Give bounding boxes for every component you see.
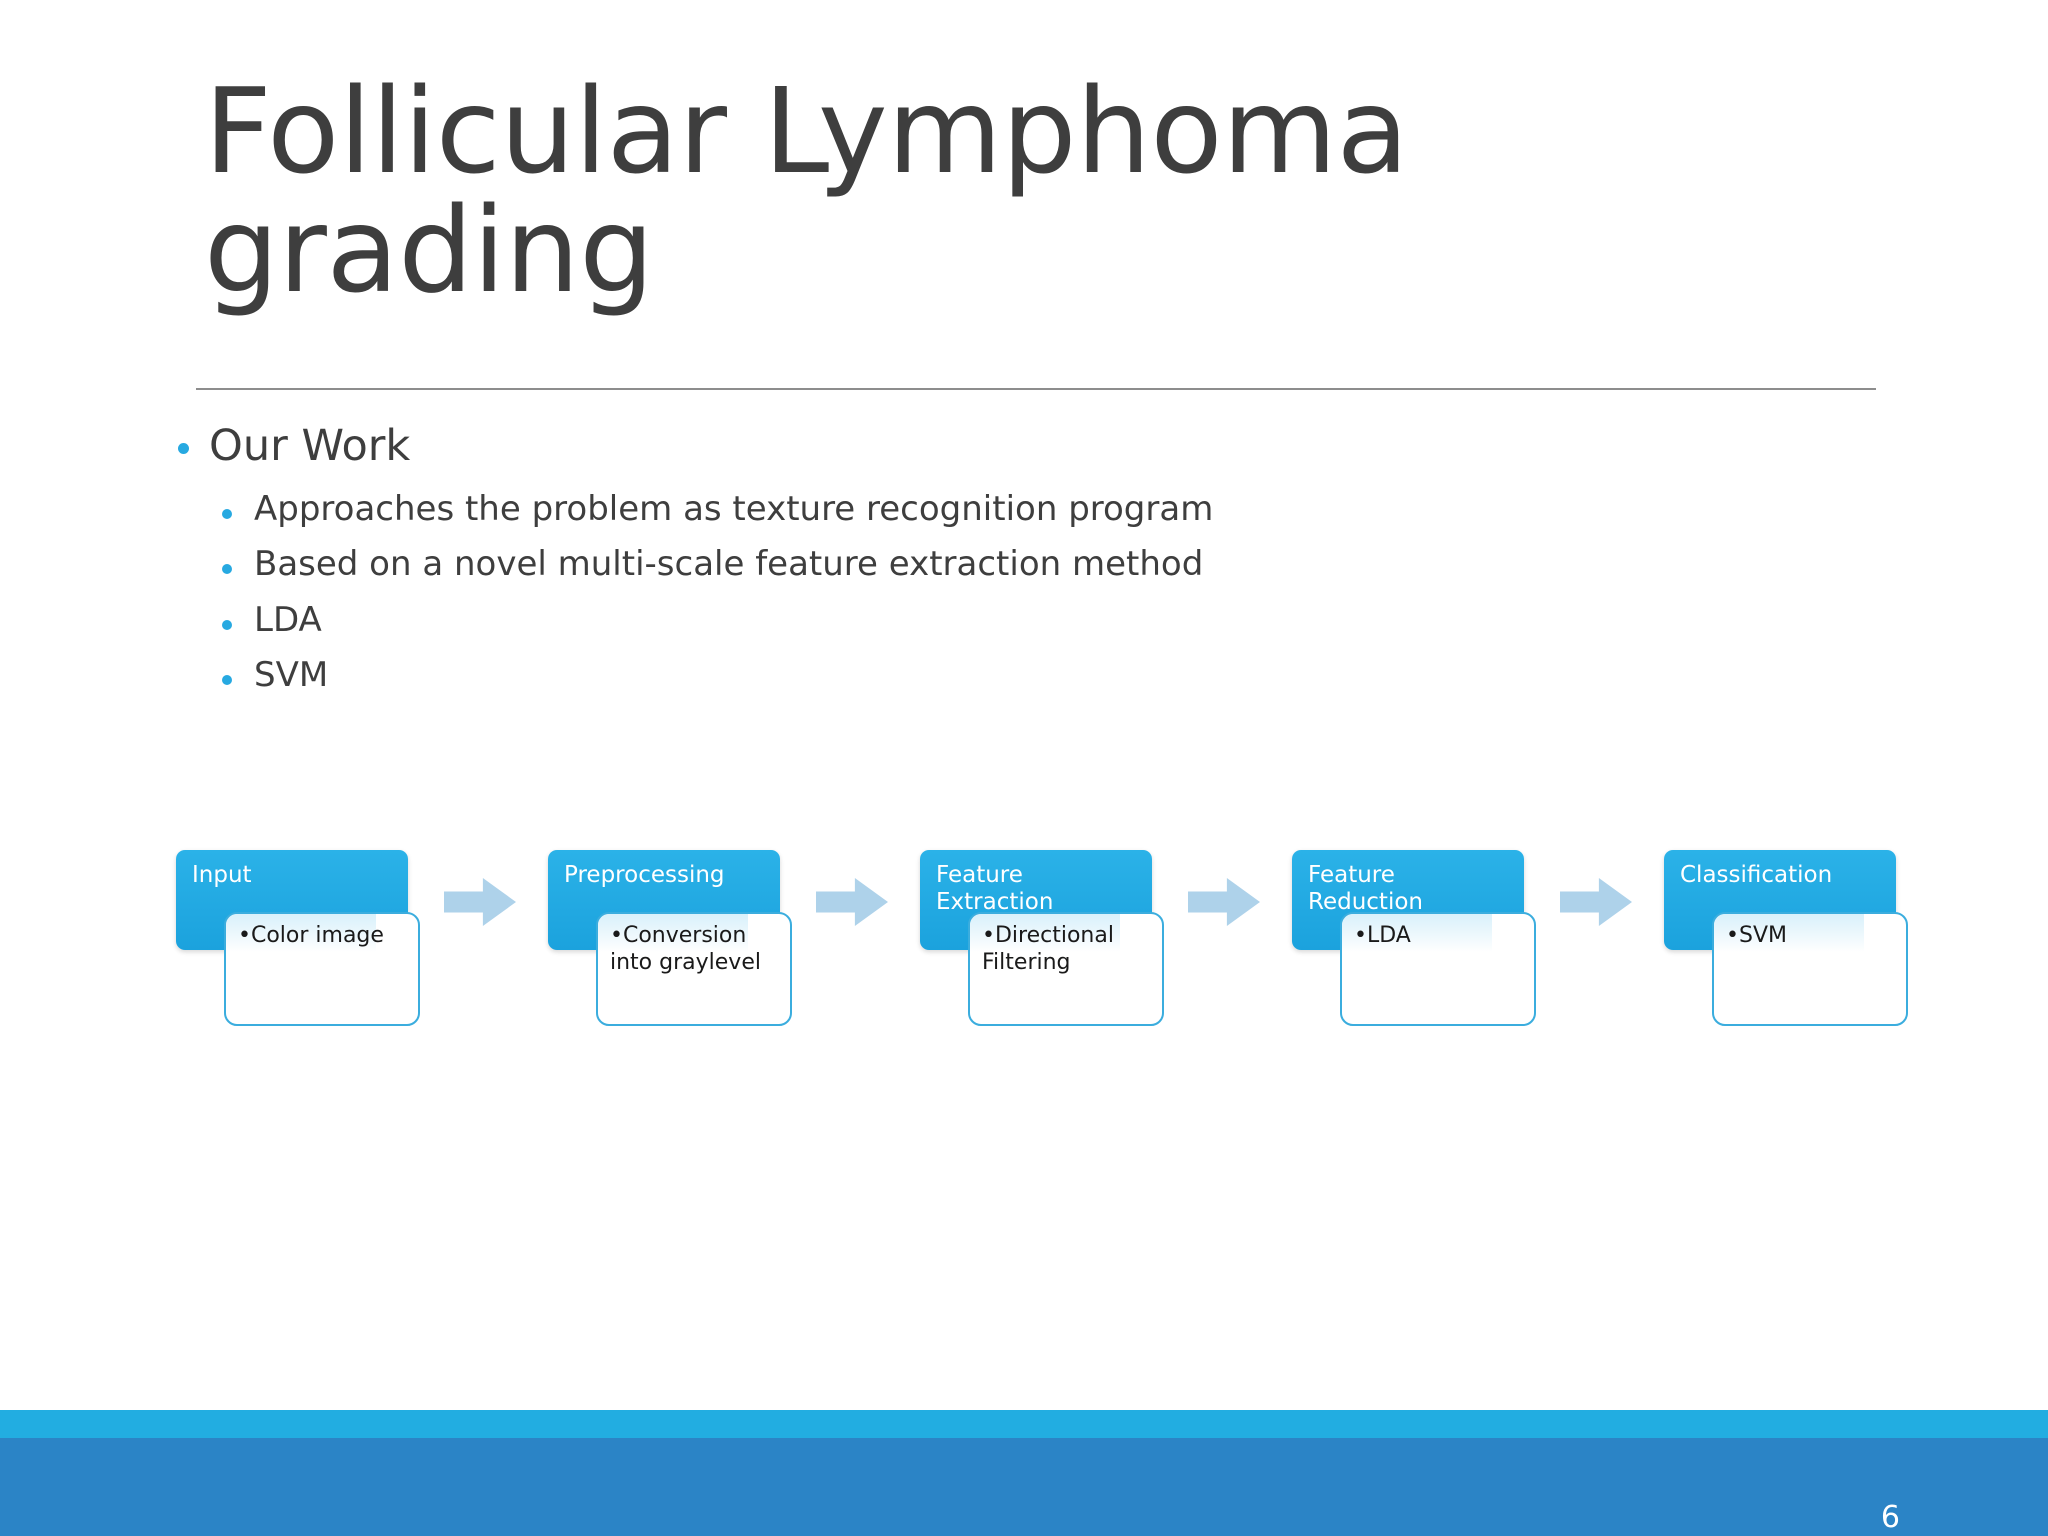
bullet-text: Our Work <box>209 421 411 471</box>
bullet-text: Approaches the problem as texture recogn… <box>254 488 1214 529</box>
arrow-right-icon <box>1188 878 1260 926</box>
bullet-text: Based on a novel multi-scale feature ext… <box>254 544 1204 585</box>
arrow-right-icon <box>444 878 516 926</box>
page-number: 6 <box>1880 1500 1900 1535</box>
stage-body: •LDA <box>1340 912 1536 1026</box>
bullet-item-level2: SVM <box>222 654 1678 698</box>
stage-body: •Color image <box>224 912 420 1026</box>
title-block: Follicular Lymphoma grading <box>204 62 1604 320</box>
bullet-item-level2: LDA <box>222 599 1678 643</box>
bullet-item-level2: Approaches the problem as texture recogn… <box>222 488 1678 532</box>
bullet-text: LDA <box>254 599 322 640</box>
bullet-dot-icon <box>222 564 232 575</box>
stage-body: •Conversion into graylevel <box>596 912 792 1026</box>
stage-body: •Directional Filtering <box>968 912 1164 1026</box>
bullet-item-level2: Based on a novel multi-scale feature ext… <box>222 543 1678 587</box>
stage-item-text: •LDA <box>1354 923 1411 948</box>
stage-item-text: •Conversion into graylevel <box>610 923 761 975</box>
arrow-right-icon <box>1560 878 1632 926</box>
slide-footer: 6 <box>0 1410 2048 1536</box>
bullet-list: Our Work Approaches the problem as textu… <box>178 420 1678 710</box>
arrow-right-icon <box>816 878 888 926</box>
footer-bar: 6 <box>0 1438 2048 1536</box>
page-title: Follicular Lymphoma grading <box>204 62 1409 320</box>
stage-item-text: •SVM <box>1726 923 1787 948</box>
title-divider <box>196 388 1876 390</box>
footer-accent-strip <box>0 1410 2048 1438</box>
bullet-dot-icon <box>178 443 189 454</box>
process-flow-diagram: Input •Color image Preprocessing •Conver… <box>176 850 1976 1100</box>
bullet-dot-icon <box>222 675 232 686</box>
stage-item-text: •Directional Filtering <box>982 923 1114 975</box>
bullet-dot-icon <box>222 508 232 519</box>
bullet-item-level1: Our Work <box>178 420 1678 474</box>
bullet-text: SVM <box>254 655 329 696</box>
stage-item-text: •Color image <box>238 923 384 948</box>
stage-body: •SVM <box>1712 912 1908 1026</box>
bullet-dot-icon <box>222 619 232 630</box>
